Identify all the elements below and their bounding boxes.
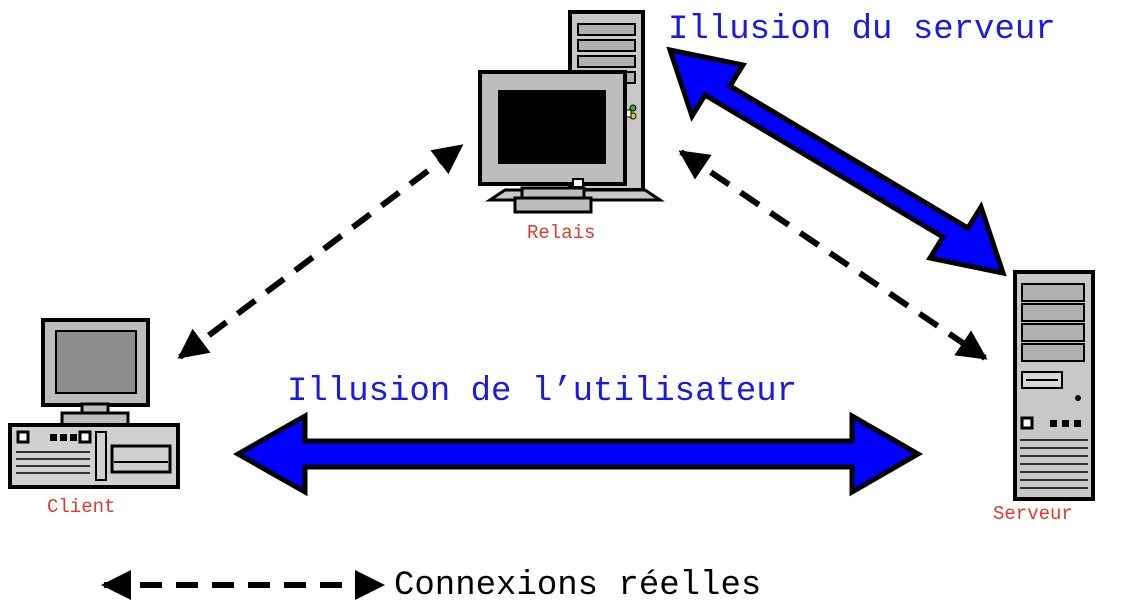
real-connection-relay-server bbox=[678, 149, 988, 361]
legend-real-connections-label: Connexions réelles bbox=[394, 567, 761, 601]
relay-label: Relais bbox=[527, 222, 595, 244]
client-label: Client bbox=[47, 496, 115, 518]
illusion-arrow-client-server bbox=[232, 411, 924, 497]
illusion-arrow-relay-server bbox=[666, 46, 1007, 277]
legend: Connexions réelles bbox=[101, 567, 761, 601]
client-computer-icon bbox=[8, 318, 180, 489]
real-connection-client-relay bbox=[177, 143, 464, 360]
server-computer-icon bbox=[1013, 270, 1095, 501]
relay-computer-icon bbox=[478, 10, 665, 214]
server-label: Serveur bbox=[993, 503, 1073, 525]
illusion-server-label: Illusion du serveur bbox=[668, 11, 1056, 49]
illusion-user-label: Illusion de l’utilisateur bbox=[287, 373, 797, 411]
